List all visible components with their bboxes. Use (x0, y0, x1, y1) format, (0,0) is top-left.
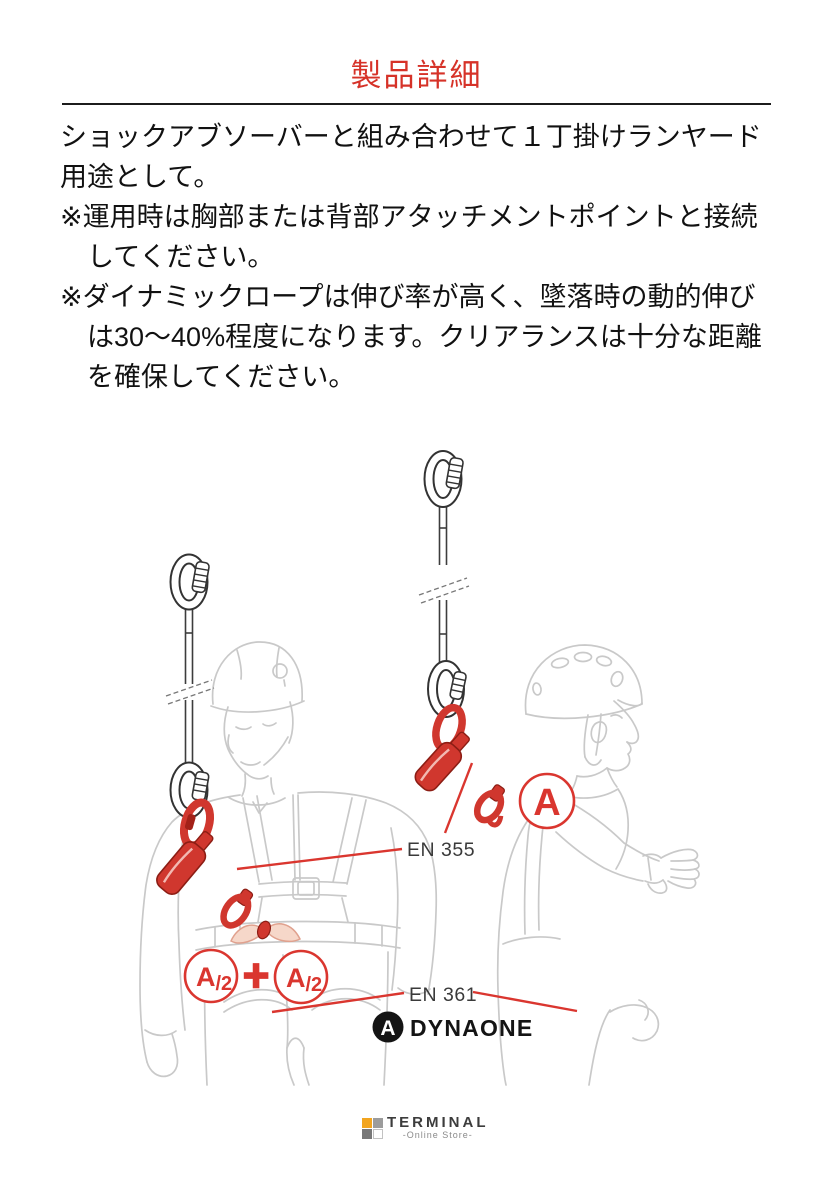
anchor-carabiner-right-top (423, 450, 464, 508)
dynaone-logo-icon (372, 1011, 404, 1043)
store-logo: TERMINAL -Online Store- (362, 1115, 489, 1140)
store-logo-grid-icon (362, 1118, 383, 1139)
screwlock-sleeve (449, 671, 467, 701)
face-profile (576, 700, 640, 778)
plus-icon: + (243, 949, 270, 1001)
logo-square-darkgray (362, 1129, 372, 1139)
description-note-2: ※ダイナミックロープは伸び率が高く、墜落時の動的伸びは30〜40%程度になります… (60, 282, 762, 392)
en361-leader-left (271, 991, 405, 1014)
anchor-rope-right (418, 507, 470, 662)
svg-text:A/2: A/2 (286, 963, 322, 996)
dynaone-brand: A DYNAONE (372, 1011, 533, 1043)
dynaone-wordmark: DYNAONE (410, 1015, 533, 1041)
shock-absorber-right (414, 731, 470, 792)
helmet-front-icon (210, 641, 305, 744)
screwlock-sleeve (191, 561, 210, 594)
half-letter: A (196, 962, 216, 992)
chest-attachment-loops (230, 920, 302, 944)
logo-square-gray (373, 1118, 383, 1128)
description-lead: ショックアブソーバーと組み合わせて１丁掛けランヤード用途として。 (60, 122, 762, 192)
attachment-a-label: A (533, 782, 560, 824)
screwlock-sleeve (445, 457, 464, 490)
store-tagline: -Online Store- (402, 1130, 473, 1140)
description-note-1: ※運用時は胸部または背部アタッチメントポイントと接続してください。 (60, 202, 758, 272)
face-front (223, 706, 289, 780)
title-divider (62, 103, 771, 105)
store-name: TERMINAL (387, 1114, 489, 1131)
en355-leader-right (443, 762, 474, 834)
en361-label: EN 361 (409, 984, 477, 1006)
shock-absorber-left (156, 831, 214, 895)
snap-hook-right (473, 784, 505, 828)
svg-text:A/2: A/2 (196, 962, 232, 995)
page-title: 製品詳細 (350, 58, 483, 93)
half-fraction: /2 (216, 973, 233, 995)
anchor-rope-left (165, 606, 215, 768)
en355-leader-left (236, 847, 403, 871)
en355-label: EN 355 (407, 839, 475, 861)
half-letter: A (286, 963, 306, 993)
snap-hook-left (220, 888, 254, 929)
lanyard-usage-diagram: A (139, 450, 700, 1086)
label-leader-lines (236, 762, 578, 1014)
logo-square-white (373, 1129, 383, 1139)
attachment-half-left-badge: A/2 (183, 948, 239, 1004)
attachment-half-right-badge: A/2 (273, 949, 329, 1005)
half-fraction: /2 (306, 974, 323, 996)
product-description: ショックアブソーバーと組み合わせて１丁掛けランヤード用途として。 ※運用時は胸部… (60, 117, 773, 397)
anchor-carabiner-left-top (169, 553, 210, 611)
en361-leader-right (472, 990, 578, 1013)
worker-front-figure (139, 641, 438, 1086)
helmet-side-icon (524, 644, 643, 766)
logo-square-orange (362, 1118, 372, 1128)
attachment-point-a-badge: A (518, 772, 576, 830)
dynaone-logo-letter: A (380, 1017, 395, 1040)
